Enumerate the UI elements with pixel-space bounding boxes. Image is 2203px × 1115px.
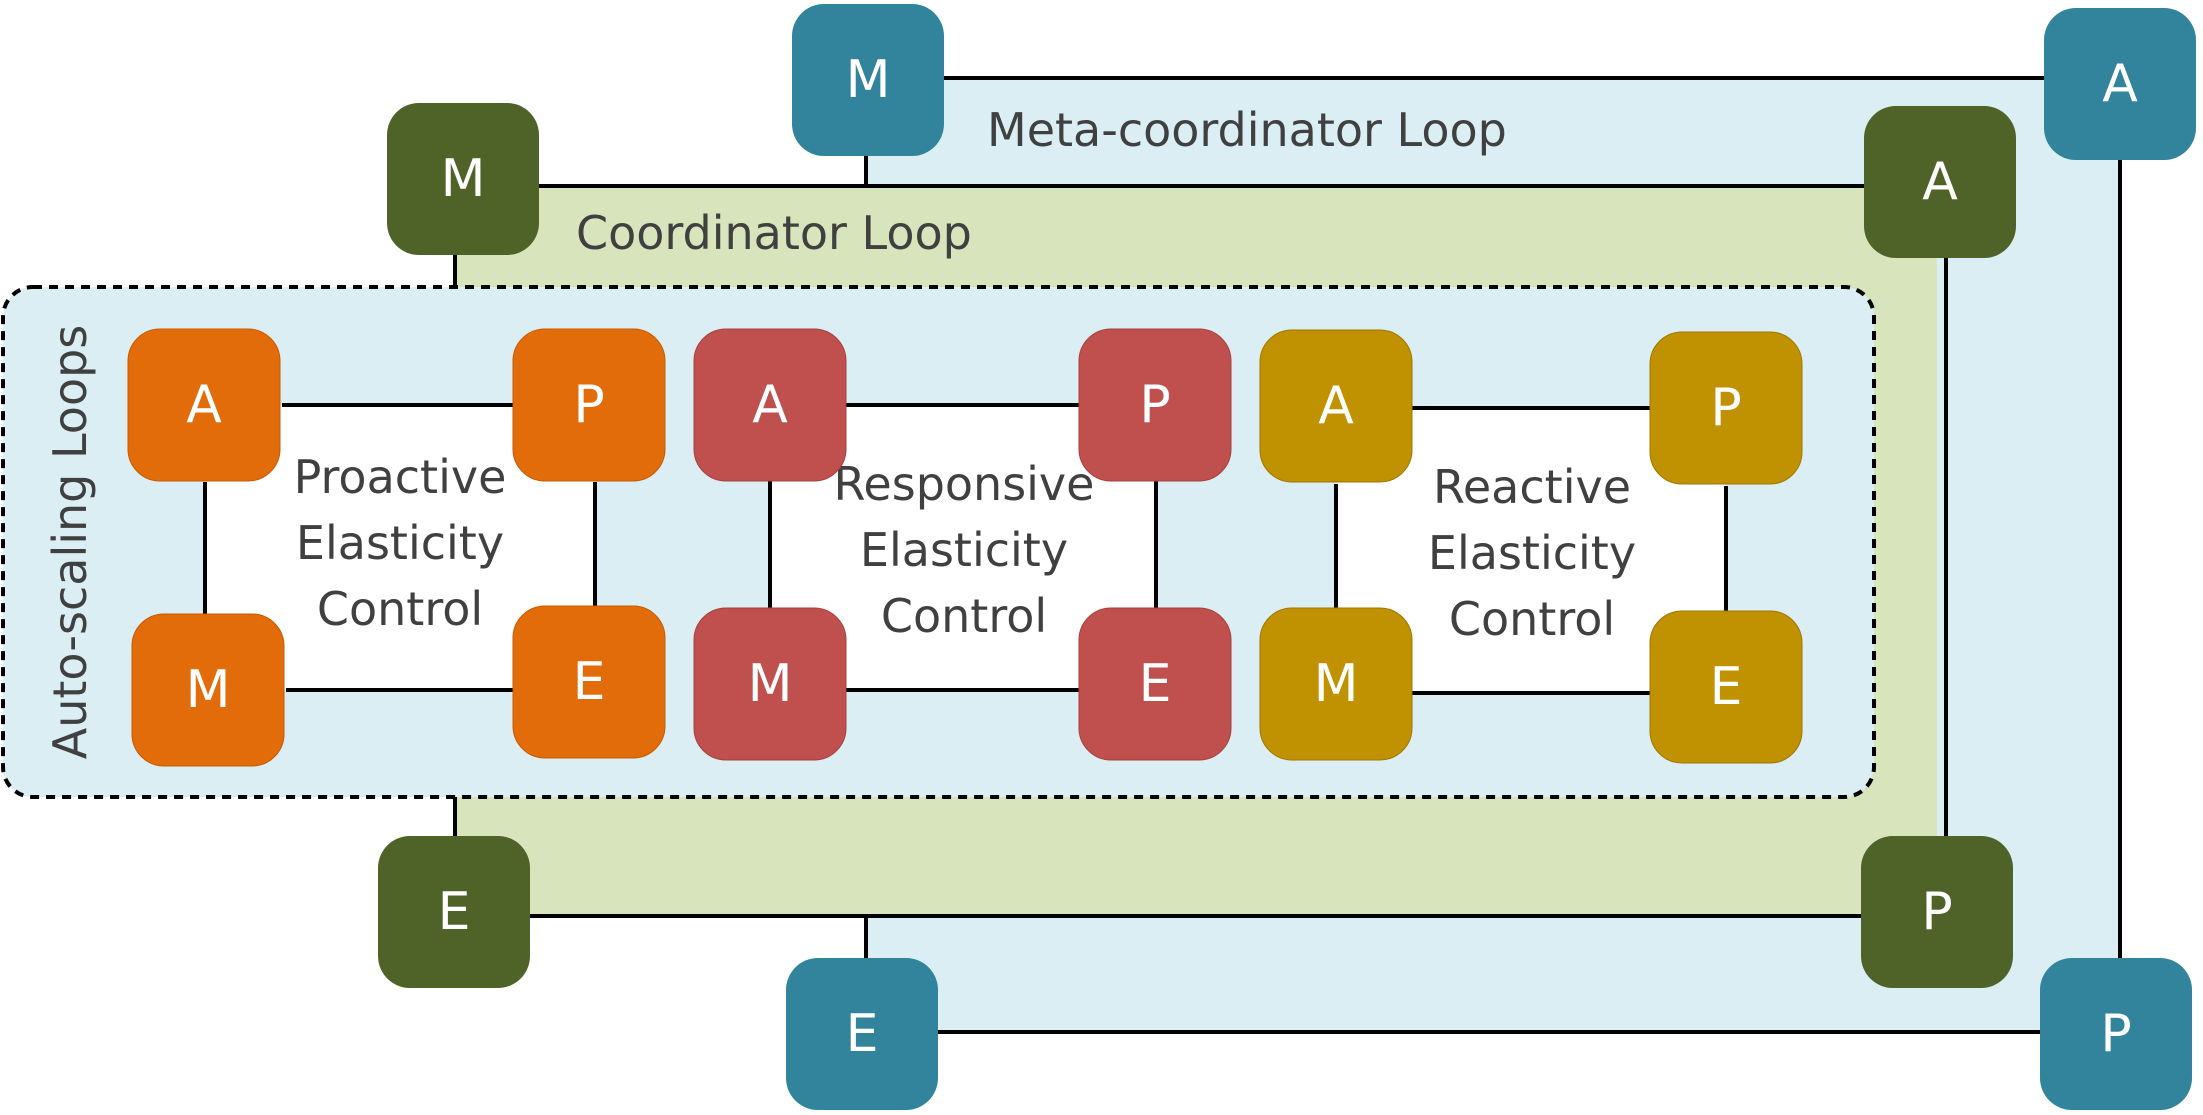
responsive-node-a-label: A	[752, 375, 788, 435]
meta-node-m[interactable]: M	[792, 4, 944, 156]
coordinator-node-p-label: P	[1921, 882, 1952, 942]
autoscaling-loops-label: Auto-scaling Loops	[43, 325, 97, 760]
coordinator-node-p[interactable]: P	[1861, 836, 2013, 988]
responsive-label: Responsive Elasticity Control	[834, 457, 1095, 643]
proactive-node-a[interactable]: A	[127, 328, 281, 482]
meta-node-p[interactable]: P	[2040, 958, 2192, 1110]
reactive-node-a[interactable]: A	[1259, 329, 1413, 483]
coordinator-node-a-label: A	[1922, 152, 1958, 212]
reactive-label: Reactive Elasticity Control	[1428, 460, 1636, 646]
meta-node-e[interactable]: E	[786, 958, 938, 1110]
reactive-label-line-1: Reactive	[1433, 460, 1631, 514]
responsive-label-line-2: Elasticity	[860, 523, 1068, 577]
proactive-node-p[interactable]: P	[512, 328, 666, 482]
reactive-node-m-label: M	[1314, 654, 1359, 714]
responsive-node-p[interactable]: P	[1078, 328, 1232, 482]
coordinator-node-m-label: M	[441, 149, 486, 209]
reactive-label-line-2: Elasticity	[1428, 526, 1636, 580]
reactive-node-p-label: P	[1710, 378, 1741, 438]
reactive-node-e[interactable]: E	[1649, 610, 1803, 764]
proactive-label-line-1: Proactive	[294, 450, 507, 504]
coordinator-node-m[interactable]: M	[387, 103, 539, 255]
reactive-node-e-label: E	[1710, 657, 1743, 717]
responsive-label-line-1: Responsive	[834, 457, 1095, 511]
responsive-node-e-label: E	[1139, 654, 1172, 714]
responsive-node-m-label: M	[748, 654, 793, 714]
meta-node-e-label: E	[846, 1004, 879, 1064]
responsive-node-p-label: P	[1139, 375, 1170, 435]
reactive-node-m[interactable]: M	[1259, 607, 1413, 761]
responsive-node-a[interactable]: A	[693, 328, 847, 482]
responsive-label-line-3: Control	[881, 589, 1047, 643]
meta-node-p-label: P	[2100, 1004, 2131, 1064]
proactive-label-line-2: Elasticity	[296, 516, 504, 570]
reactive-node-p[interactable]: P	[1649, 331, 1803, 485]
proactive-node-a-label: A	[186, 375, 222, 435]
coordinator-node-e[interactable]: E	[378, 836, 530, 988]
coordinator-node-e-label: E	[438, 882, 471, 942]
meta-node-a-label: A	[2102, 54, 2138, 114]
meta-node-m-label: M	[846, 50, 891, 110]
proactive-node-p-label: P	[573, 375, 604, 435]
meta-node-a[interactable]: A	[2044, 8, 2196, 160]
proactive-label-line-3: Control	[317, 582, 483, 636]
responsive-node-e[interactable]: E	[1078, 607, 1232, 761]
proactive-node-m-label: M	[186, 660, 231, 720]
responsive-node-m[interactable]: M	[693, 607, 847, 761]
meta-loop-label: Meta-coordinator Loop	[987, 103, 1507, 157]
coordinator-loop-label: Coordinator Loop	[576, 206, 972, 260]
proactive-node-m[interactable]: M	[131, 613, 285, 767]
proactive-node-e-label: E	[573, 652, 606, 712]
reactive-node-a-label: A	[1318, 376, 1354, 436]
coordinator-node-a[interactable]: A	[1864, 106, 2016, 258]
proactive-label: Proactive Elasticity Control	[294, 450, 507, 636]
reactive-label-line-3: Control	[1449, 592, 1615, 646]
proactive-node-e[interactable]: E	[512, 605, 666, 759]
